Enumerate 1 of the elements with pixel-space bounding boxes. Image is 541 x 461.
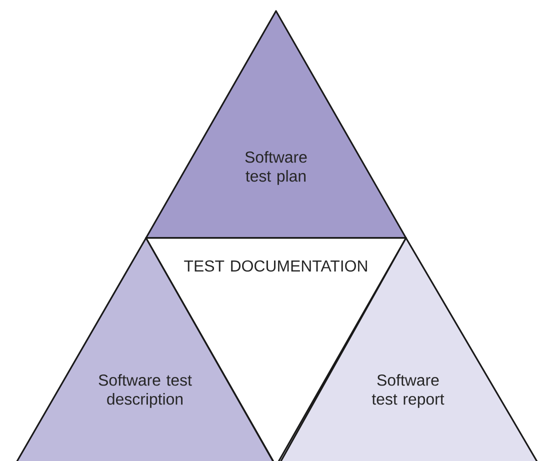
triangle-section: Software test plan (145, 10, 407, 239)
